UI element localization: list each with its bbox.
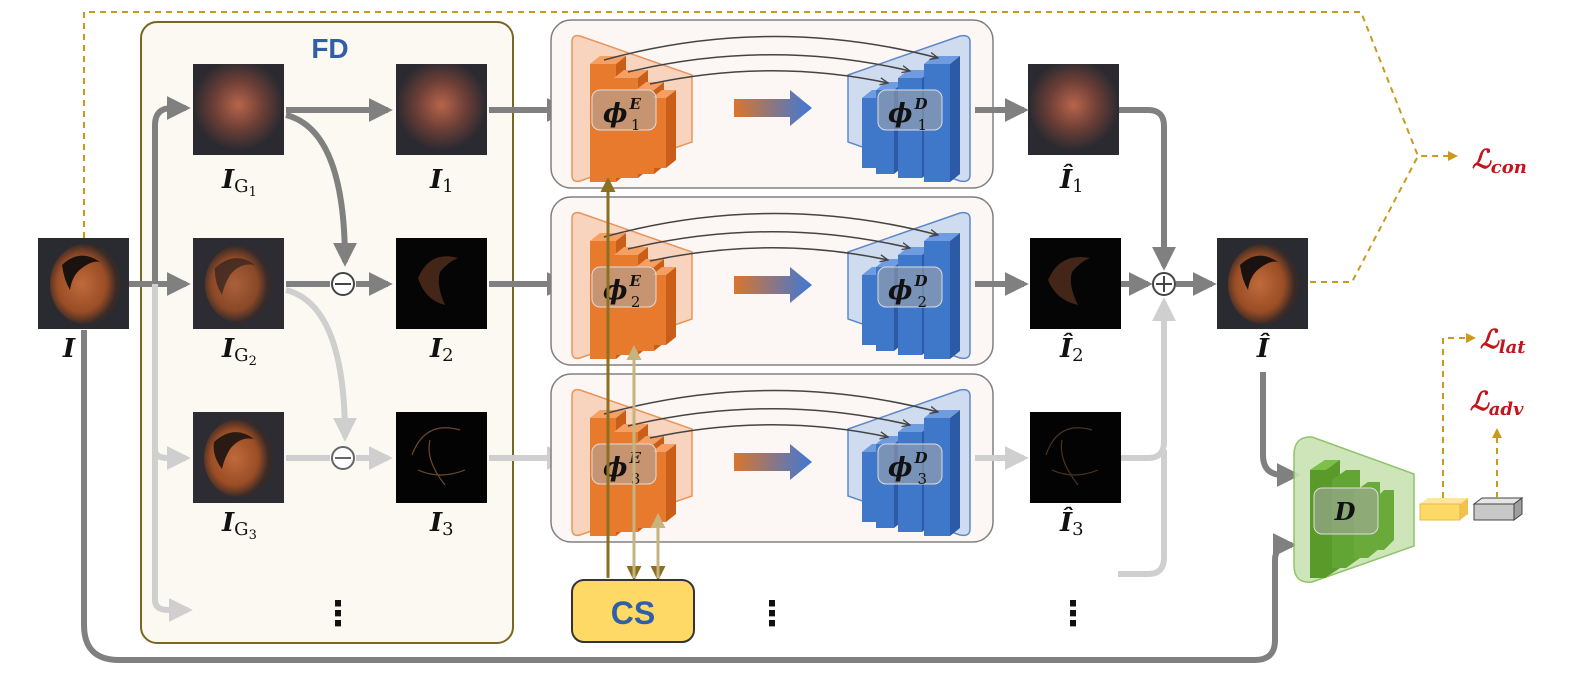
latent-transfer-arrow — [734, 267, 812, 303]
output-label: Î — [1256, 332, 1270, 364]
subtract-op-1 — [331, 272, 355, 296]
skip-connections-3 — [603, 389, 938, 438]
decoder-2 — [847, 211, 971, 360]
recon-image-1 — [1028, 64, 1119, 155]
recon-label-3: Î3 — [1059, 506, 1084, 540]
frequency-image-2 — [396, 238, 487, 329]
frequency-image-3 — [396, 412, 487, 503]
output-to-discriminator-arrow — [1260, 372, 1301, 487]
recon-label-1: Î1 — [1059, 163, 1084, 197]
subtract-op-2 — [331, 446, 355, 470]
latent-transfer-arrow — [734, 90, 812, 126]
decoder-3 — [847, 388, 971, 537]
loss-paths — [1442, 333, 1502, 498]
latent-feature-block — [1419, 498, 1468, 521]
cs-box — [571, 579, 695, 643]
gaussian-image-1 — [193, 64, 284, 155]
sum-op — [1152, 272, 1176, 296]
encoder-1 — [571, 34, 693, 183]
gaussian-image-2 — [193, 238, 284, 329]
gaussian-label-1: IG1 — [221, 165, 257, 200]
loss-lat-label: ℒlat — [1480, 325, 1526, 358]
decoder-1 — [847, 34, 971, 183]
gaussian-image-3 — [193, 412, 284, 503]
gaussian-label-3: IG3 — [221, 508, 257, 543]
gaussian-label-2: IG2 — [221, 334, 257, 369]
input-image — [38, 238, 129, 329]
latent-transfer-arrow — [734, 444, 812, 480]
recon-ellipsis: ⋮ — [1056, 594, 1090, 634]
frequency-label-2: I2 — [429, 334, 454, 366]
input-label: I — [62, 334, 76, 364]
recon-to-sum-arrows — [1118, 107, 1176, 577]
loss-adv-label: ℒadv — [1470, 387, 1524, 420]
recon-label-2: Î2 — [1059, 332, 1084, 366]
branch-ellipsis: ⋮ — [755, 594, 789, 634]
frequency-label-3: I3 — [429, 508, 454, 540]
recon-image-3 — [1030, 412, 1121, 503]
output-image — [1217, 238, 1308, 329]
fd-ellipsis: ⋮ — [321, 594, 355, 634]
encoder-2 — [571, 211, 693, 360]
adversarial-feature-block — [1472, 497, 1524, 521]
input-split-lines — [128, 96, 193, 622]
frequency-label-1: I1 — [429, 165, 454, 197]
recon-image-2 — [1030, 238, 1121, 329]
frequency-image-1 — [396, 64, 487, 155]
loss-con-label: ℒcon — [1472, 145, 1527, 178]
fd-label: FD — [311, 33, 348, 64]
cs-connections — [600, 177, 666, 581]
fd-internal-arrows — [285, 98, 393, 470]
consistency-loss-path — [83, 11, 1458, 283]
discriminator — [1293, 436, 1415, 583]
branch-3: ϕE3ϕD3 — [550, 373, 994, 543]
input-to-discriminator-path — [81, 330, 1297, 663]
cs-label: CS — [611, 595, 655, 631]
decoder-to-recon-arrows — [975, 98, 1029, 470]
discriminator-label: D — [1334, 497, 1356, 526]
skip-connections-2 — [603, 212, 938, 261]
skip-connections-1 — [603, 35, 938, 84]
